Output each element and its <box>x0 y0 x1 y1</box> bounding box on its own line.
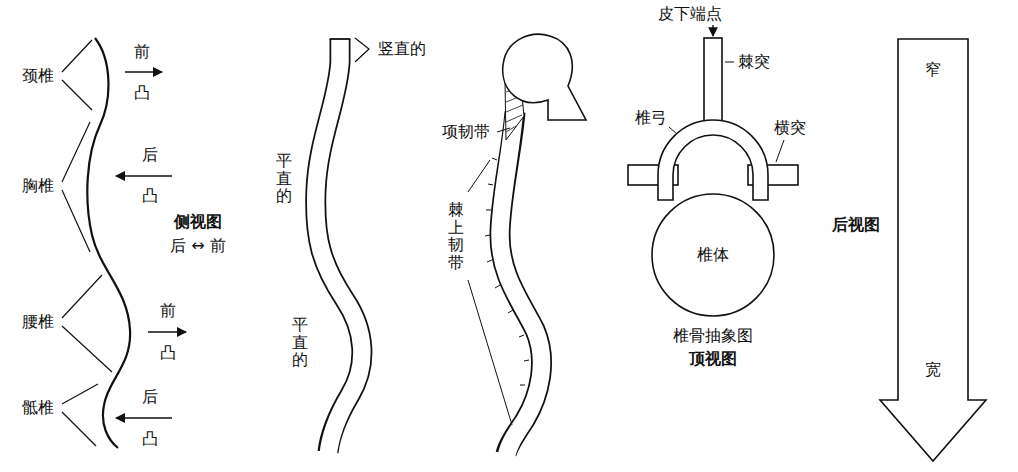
direction-label: 前 <box>134 43 150 61</box>
bracket-line <box>62 384 98 404</box>
figure-caption: 椎骨抽象图 <box>673 327 753 345</box>
tick <box>492 158 497 160</box>
part-label: 棘突 <box>738 53 770 71</box>
shape-label: 竖直的 <box>378 40 426 58</box>
bracket-line <box>62 412 96 446</box>
tick <box>486 210 491 211</box>
spinous-process <box>704 38 722 124</box>
tick <box>508 310 513 313</box>
bracket-line <box>62 80 92 110</box>
region-label: 骶椎 <box>22 399 54 417</box>
curve-label: 凸 <box>160 344 176 362</box>
tick <box>495 285 500 288</box>
tick <box>485 235 490 236</box>
curve-label: 凸 <box>142 430 158 448</box>
arrow-outline <box>880 39 986 461</box>
tick <box>487 260 492 262</box>
bracket-line <box>468 160 490 192</box>
part-label: 横突 <box>774 119 806 137</box>
bracket-line <box>468 280 512 425</box>
tick <box>524 360 529 361</box>
leader-line <box>669 127 677 134</box>
bracket-line <box>62 326 112 372</box>
pointer-arrow <box>712 25 713 36</box>
direction-label: 后 <box>142 388 158 406</box>
body-circle <box>652 194 774 316</box>
region-brackets <box>62 40 112 446</box>
width-arrow: 窄宽 <box>878 38 988 463</box>
bracket-line <box>62 40 92 72</box>
ligament-label: 项韧带 <box>442 123 490 141</box>
hatch-line <box>506 115 522 122</box>
leader-line <box>725 62 734 63</box>
leader-line <box>776 140 784 162</box>
direction-label: 前 <box>160 302 176 320</box>
head-outline <box>503 34 586 120</box>
curve-label: 凸 <box>142 187 158 205</box>
bracket-line <box>62 122 90 182</box>
bracket-line <box>355 38 369 62</box>
node-text: 宽 <box>925 360 941 379</box>
tick <box>488 184 493 185</box>
vertebral-arch <box>658 120 768 200</box>
curve-label: 凸 <box>134 84 150 102</box>
direction-label: 后 <box>142 146 158 164</box>
direction-arrow <box>116 417 172 419</box>
ligament-ticks <box>485 158 529 385</box>
tick <box>520 385 525 386</box>
region-label: 胸椎 <box>22 177 54 195</box>
view-title: 顶视图 <box>689 350 737 368</box>
spine-top-edge <box>330 38 351 40</box>
direction-arrow <box>116 175 172 177</box>
axis-label: 后 ↔ 前 <box>170 237 226 255</box>
view-title: 后视图 <box>832 216 880 234</box>
ligament-label: 棘上韧带 <box>448 201 464 271</box>
view-title: 侧视图 <box>174 213 222 231</box>
node-outline-svg <box>878 38 988 463</box>
hatch-line <box>506 105 523 112</box>
leader-line <box>497 128 510 132</box>
bracket-line <box>62 190 90 252</box>
vertebral-body: 椎体 <box>651 193 775 317</box>
part-label: 椎弓 <box>635 109 667 127</box>
direction-arrow <box>148 331 186 333</box>
spine-band-fill <box>316 37 362 456</box>
region-label: 颈椎 <box>22 67 54 85</box>
node-text: 椎体 <box>697 245 729 264</box>
tick <box>519 335 524 337</box>
direction-arrow <box>125 71 162 73</box>
region-label: 腰椎 <box>22 313 54 331</box>
part-label: 皮下端点 <box>658 5 722 23</box>
bracket-line <box>62 275 102 318</box>
shape-label: 平直的 <box>292 316 308 369</box>
shape-label: 平直的 <box>276 152 292 205</box>
node-text: 窄 <box>925 60 941 79</box>
